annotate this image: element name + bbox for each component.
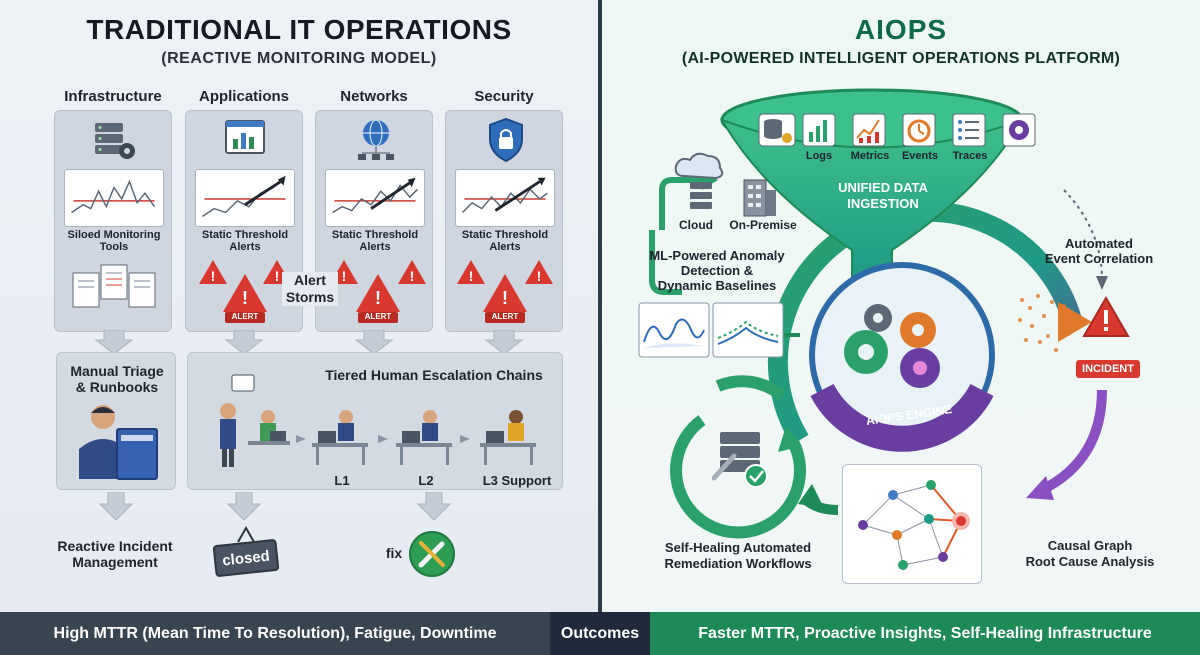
server-gear-icon [95,123,135,159]
gear-icon [844,304,940,388]
tier-l3-support: L3 Support [482,473,552,488]
tier-l2: L2 [418,473,434,488]
aiops-subtitle: (AI-POWERED INTELLIGENT OPERATIONS PLATF… [681,50,1121,67]
svg-text:!: ! [211,268,216,284]
manual-triage-label: Manual Triage& Runbooks [70,363,164,395]
alert-badge-applications: ALERT [231,312,259,321]
outcomes-label: Outcomes [550,612,650,655]
traditional-ops-title: TRADITIONAL IT OPERATIONS [86,14,512,45]
aiops-flow-illustration [649,88,1108,539]
source-logs-label: Logs [805,150,833,162]
svg-text:!: ! [242,288,248,308]
manual-triage-panel: Manual Triage& Runbooks [56,352,176,490]
source-events-label: Events [901,150,939,162]
static-threshold-chart-applications [195,169,295,227]
outcome-aiops-bar: Faster MTTR, Proactive Insights, Self-He… [650,612,1200,655]
logs-icon [802,113,836,147]
silo-heading-infrastructure: Infrastructure [64,88,162,105]
svg-text:!: ! [537,268,542,284]
operator-with-runbook-icon [79,405,158,480]
globe-network-icon [358,119,394,160]
on-premise-label: On-Premise [729,218,797,232]
aiops-title: AIOPS [854,14,948,45]
wrench-screwdriver-icon [409,531,455,577]
outcome-down-arrows [98,492,452,521]
closed-sign-hanger [237,526,255,543]
incident-badge: INCIDENT [1076,360,1140,378]
escalation-chain-illustration [220,374,536,467]
tier-l1: L1 [334,473,350,488]
cloud-icon [674,152,724,209]
silo-heading-networks: Networks [340,88,408,105]
siloed-monitoring-chart [64,169,164,227]
alert-cluster-networks: ! ! ! [330,260,426,323]
alert-cluster-security: ! ! ! [457,260,553,323]
silo-heading-security: Security [474,88,534,105]
settings-gear-icon [1002,113,1036,147]
alert-cluster-applications: ! ! ! [199,260,291,323]
traces-icon [952,113,986,147]
metrics-icon [852,113,886,147]
causal-graph-icon [858,480,970,570]
data-sources-row: Logs Metrics Events Traces [757,110,1077,166]
outcome-traditional-bar: High MTTR (Mean Time To Resolution), Fat… [0,612,550,655]
panel-divider [598,0,602,612]
source-traces-label: Traces [952,150,988,162]
source-metrics-label: Metrics [850,150,890,162]
traditional-ops-subtitle: (REACTIVE MONITORING MODEL) [161,50,437,67]
svg-text:!: ! [275,268,280,284]
svg-text:!: ! [342,268,347,284]
alert-badge-security: ALERT [491,312,519,321]
on-premise-building-icon [743,179,776,217]
shield-lock-icon [489,117,523,163]
closed-sign: closed [212,538,280,578]
silo-heading-applications: Applications [198,88,289,105]
anomaly-detection-charts [638,302,784,358]
traditional-ops-panel: TRADITIONAL IT OPERATIONS (REACTIVE MONI… [0,0,598,612]
warning-icon [1082,296,1130,337]
escalation-title: Tiered Human Escalation Chains [325,367,543,383]
dashboard-icon [225,120,265,154]
cloud-label: Cloud [679,218,713,232]
static-threshold-chart-security [455,169,555,227]
documents-icon [72,264,156,308]
fix-label: fix [385,545,403,561]
silo-down-arrows [94,330,524,355]
svg-text:!: ! [502,288,508,308]
escalation-panel: Tiered Human Escalation Chains L1 L2 L3 … [187,352,563,490]
static-threshold-chart-networks [325,169,425,227]
aiops-panel: AIOPS (AI-POWERED INTELLIGENT OPERATIONS… [602,0,1200,612]
database-icon [758,113,796,147]
svg-text:!: ! [469,268,474,284]
svg-text:!: ! [375,288,381,308]
events-icon [902,113,936,147]
alert-badge-networks: ALERT [364,312,392,321]
svg-text:!: ! [410,268,415,284]
causal-graph-panel [842,464,982,584]
self-healing-server-icon [712,432,768,488]
